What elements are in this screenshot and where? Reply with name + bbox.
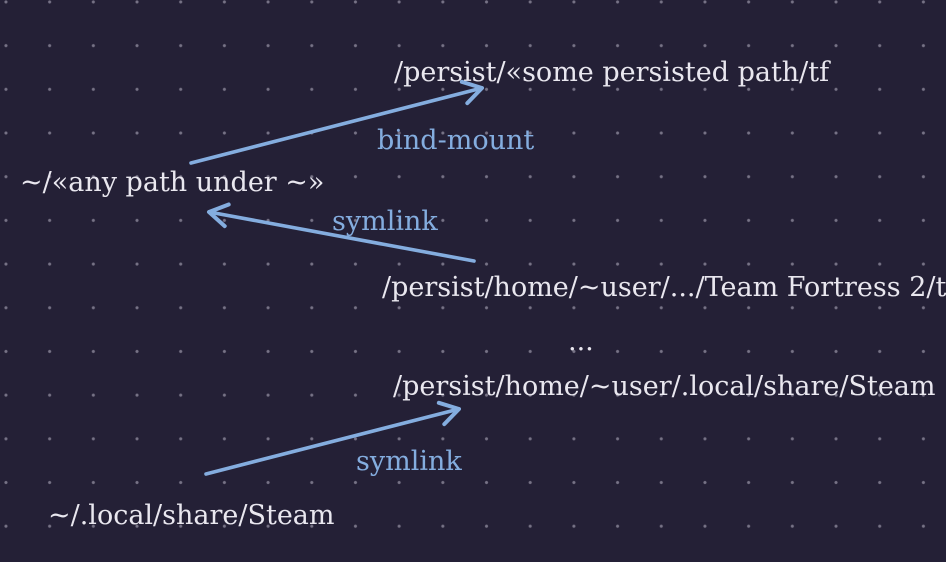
node-persist-team-fortress: /persist/home/~user/.../Team Fortress 2/… [382,272,946,303]
edge-label-bind-mount: bind-mount [377,125,535,156]
bind-mount-arrow [189,79,484,165]
node-persist-some-path: /persist/«some persisted path/tf [394,57,830,88]
node-ellipsis: ... [568,326,594,357]
edge-label-symlink-team-fortress: symlink [332,206,438,237]
node-persist-steam: /persist/home/~user/.local/share/Steam [393,371,936,402]
symlink-arrow-steam [204,400,461,476]
node-home-any-path: ~/«any path under ~» [20,167,325,198]
edge-label-symlink-steam: symlink [356,446,462,477]
symlink-arrow-team-fortress [207,202,476,263]
node-home-steam: ~/.local/share/Steam [48,500,335,531]
